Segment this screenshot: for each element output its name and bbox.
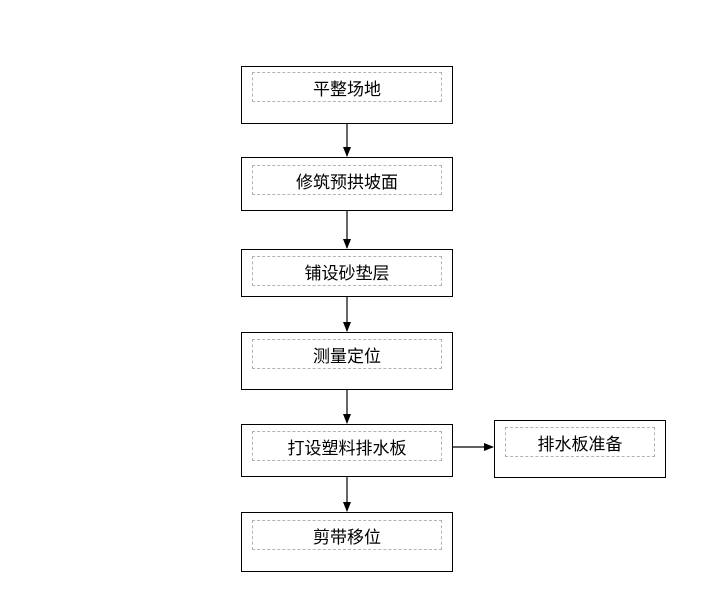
step-box-3: 铺设砂垫层 [241,249,453,297]
step-label-5: 打设塑料排水板 [252,431,442,461]
step-label-4: 测量定位 [252,339,442,369]
step-label-1: 平整场地 [252,72,442,102]
step-box-6: 剪带移位 [241,512,453,572]
side-step-box: 排水板准备 [494,420,666,478]
step-box-5: 打设塑料排水板 [241,424,453,477]
step-label-6: 剪带移位 [252,520,442,550]
step-box-2: 修筑预拱坡面 [241,157,453,211]
step-label-2: 修筑预拱坡面 [252,165,442,195]
side-step-label: 排水板准备 [505,427,655,457]
step-label-3: 铺设砂垫层 [252,256,442,286]
step-box-1: 平整场地 [241,66,453,124]
step-box-4: 测量定位 [241,332,453,390]
